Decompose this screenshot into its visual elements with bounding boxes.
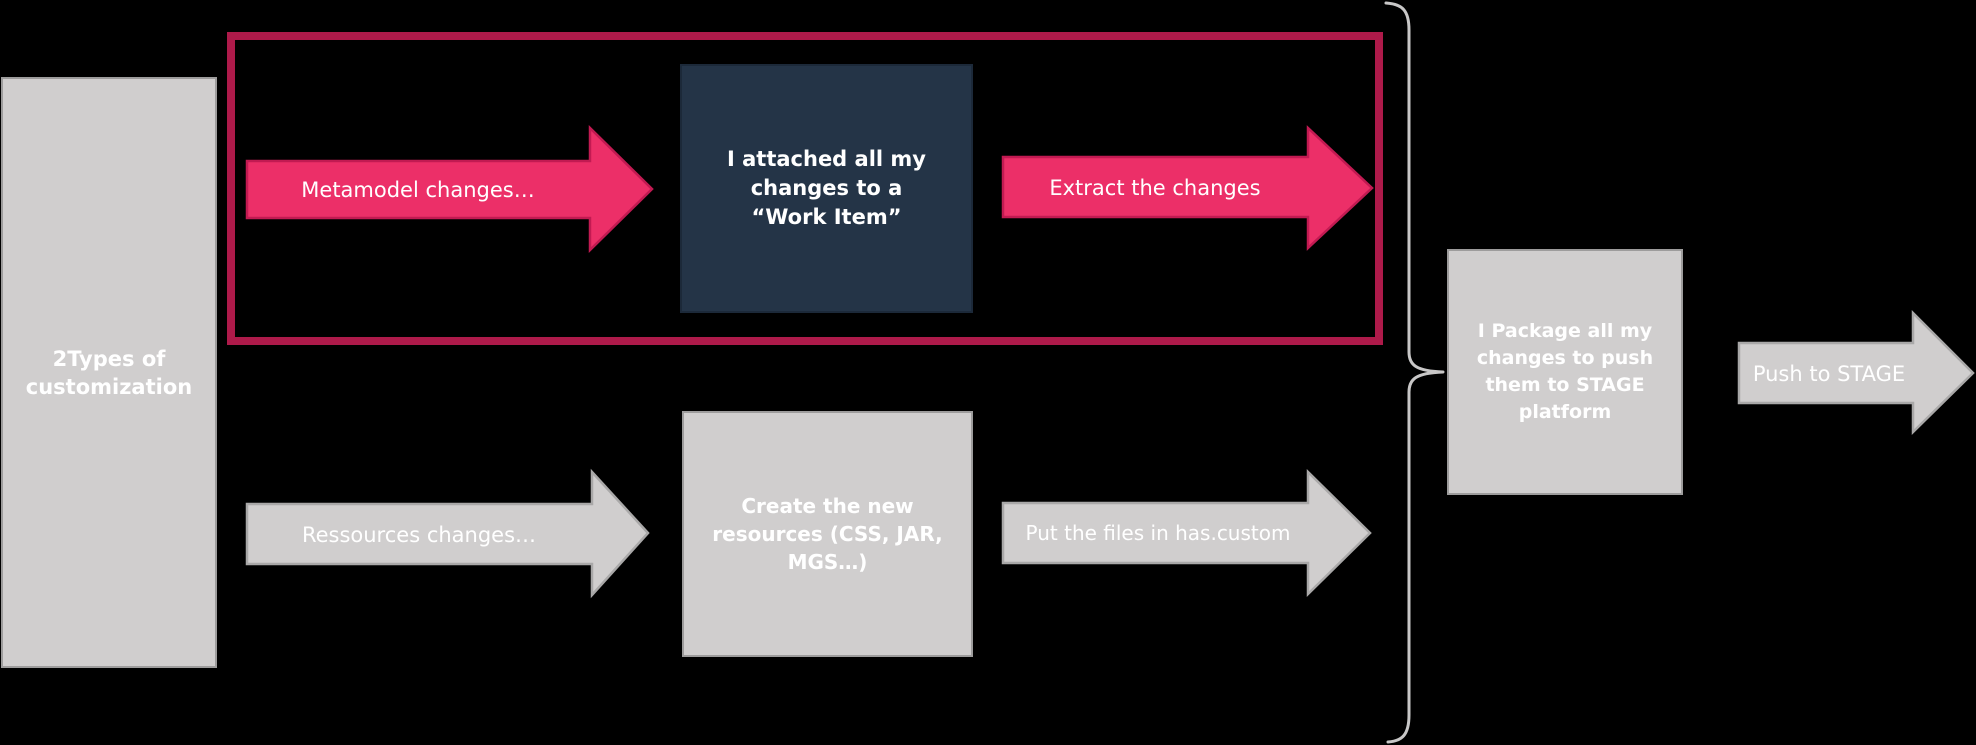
workitem-line3: “Work Item” (751, 205, 902, 229)
brace-icon (1384, 1, 1445, 744)
types-box-line2: customization (25, 374, 193, 399)
put-files-arrow-shape (1001, 469, 1372, 597)
put-files-arrow: Put the files in has.custom (1001, 469, 1372, 597)
package-line2: changes to push (1476, 347, 1654, 369)
types-of-customization-box: 2Types of customization (1, 77, 217, 668)
ressources-arrow-label: Ressources changes… (302, 523, 536, 547)
ressources-arrow: Ressources changes… (245, 468, 650, 599)
workitem-line2: changes to a (750, 176, 903, 200)
ressources-arrow-shape (245, 468, 650, 599)
types-box-line1: 2Types of (52, 346, 166, 371)
metamodel-arrow: Metamodel changes… (245, 125, 654, 253)
work-item-box: I attached all my changes to a “Work Ite… (680, 64, 973, 313)
metamodel-arrow-label: Metamodel changes… (301, 178, 534, 202)
metamodel-arrow-shape (245, 125, 654, 253)
create-line3: MGS…) (787, 550, 868, 574)
create-line2: resources (CSS, JAR, (712, 522, 943, 546)
create-line1: Create the new (741, 494, 914, 518)
push-arrow-shape (1737, 309, 1975, 435)
extract-arrow: Extract the changes (1001, 125, 1374, 251)
push-arrow: Push to STAGE (1737, 309, 1975, 435)
workitem-line1: I attached all my (727, 147, 926, 171)
put-files-arrow-label: Put the files in has.custom (1026, 521, 1291, 545)
group-brace (1384, 1, 1445, 744)
extract-arrow-label: Extract the changes (1049, 176, 1260, 200)
package-line1: I Package all my (1477, 320, 1653, 342)
package-box: I Package all my changes to push them to… (1447, 249, 1683, 495)
package-line3: them to STAGE (1485, 374, 1645, 396)
push-arrow-label: Push to STAGE (1753, 362, 1905, 386)
extract-arrow-shape (1001, 125, 1374, 251)
create-resources-box: Create the new resources (CSS, JAR, MGS…… (682, 411, 973, 657)
package-line4: platform (1518, 401, 1612, 423)
highlight-outline-rect (227, 32, 1383, 345)
